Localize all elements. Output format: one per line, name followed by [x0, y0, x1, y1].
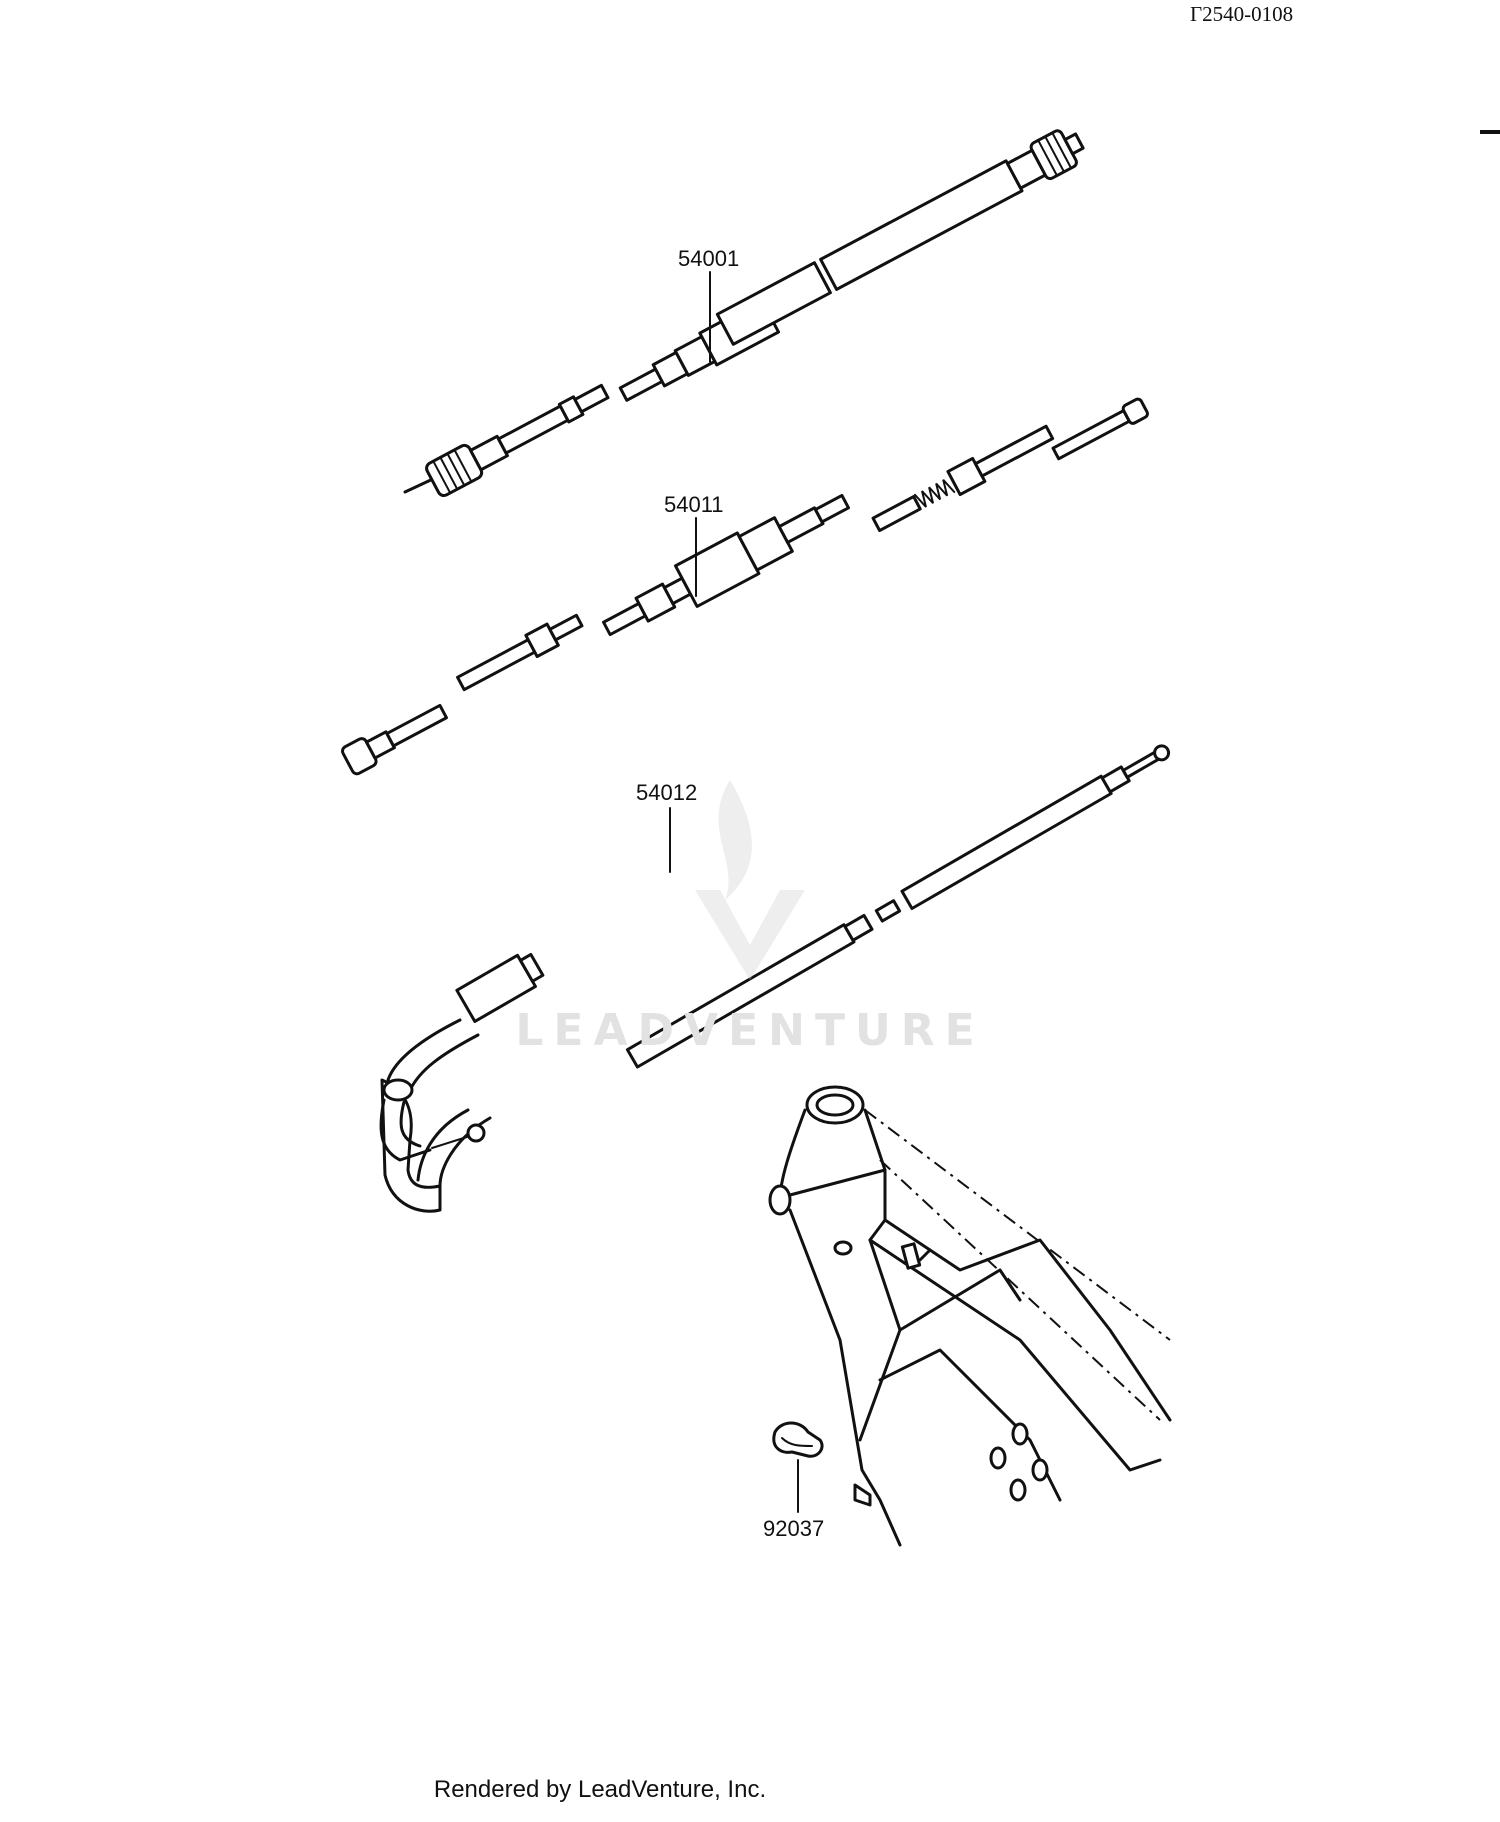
part-number-92037[interactable]: 92037	[763, 1516, 824, 1541]
diagram-code-text: 2540-0108	[1202, 2, 1294, 26]
clutch-cable[interactable]	[341, 397, 1149, 776]
edge-marker	[1480, 130, 1500, 134]
watermark-logo	[695, 780, 805, 980]
throttle-cable[interactable]	[379, 741, 1173, 1213]
speedometer-cable[interactable]	[403, 123, 1089, 498]
diagram-code: Γ2540-0108	[1190, 2, 1294, 26]
part-number-54012[interactable]: 54012	[636, 780, 697, 805]
footer-credit: Rendered by LeadVenture, Inc.	[433, 1776, 767, 1803]
part-number-54011[interactable]: 54011	[664, 492, 724, 517]
part-number-54001[interactable]: 54001	[678, 246, 739, 271]
cable-clamp[interactable]	[772, 1421, 824, 1513]
motorcycle-frame	[768, 1085, 1172, 1547]
watermark-text: LEADVENTURE	[515, 1005, 985, 1056]
